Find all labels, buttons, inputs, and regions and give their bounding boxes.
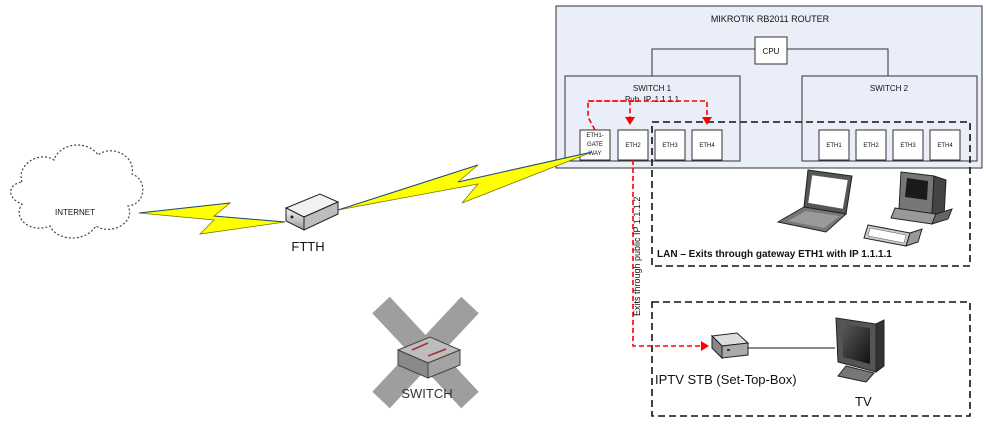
router: MIKROTIK RB2011 ROUTER CPU SWITCH 1 Pub.… bbox=[555, 5, 983, 169]
port-label: ETH2 bbox=[625, 143, 641, 149]
ftth-label: FTTH bbox=[291, 239, 324, 254]
crossed-switch-label: SWITCH bbox=[401, 386, 452, 401]
port-label: WAY bbox=[589, 151, 602, 157]
crossed-switch bbox=[372, 296, 479, 409]
pub-ip-route-eth2 bbox=[587, 100, 635, 131]
port-label: ETH3 bbox=[900, 143, 916, 149]
pub-ip-label: Pub. IP. 1.1.1.1 bbox=[625, 95, 680, 104]
stb-icon bbox=[710, 332, 750, 360]
switch2-label: SWITCH 2 bbox=[870, 84, 909, 93]
switch2-port-eth4 bbox=[929, 129, 961, 161]
tv-icon bbox=[835, 317, 885, 383]
laptop-icon bbox=[776, 169, 853, 233]
port-label: ETH3 bbox=[662, 143, 678, 149]
internet-label: INTERNET bbox=[55, 208, 95, 217]
wan-link-bolt-1 bbox=[138, 202, 286, 235]
switch2-port-eth2 bbox=[855, 129, 887, 161]
cpu-link-switch2 bbox=[787, 48, 889, 76]
tv-label: TV bbox=[855, 394, 872, 409]
cpu-label: CPU bbox=[763, 47, 780, 56]
port-label: ETH2 bbox=[863, 143, 879, 149]
switch2-port-eth1 bbox=[818, 129, 850, 161]
ftth-modem-icon bbox=[284, 193, 340, 231]
router-title: MIKROTIK RB2011 ROUTER bbox=[711, 14, 830, 24]
switch2-port-eth3 bbox=[892, 129, 924, 161]
iptv-group bbox=[651, 301, 971, 417]
lan-group bbox=[651, 121, 971, 267]
iptv-route bbox=[632, 160, 709, 351]
port-label: ETH4 bbox=[937, 143, 953, 149]
switch1-port-eth2 bbox=[617, 129, 649, 161]
switch1-port-eth4 bbox=[691, 129, 723, 161]
desktop-pc-icon bbox=[863, 171, 953, 247]
switch-icon bbox=[396, 336, 462, 379]
internet-cloud-icon bbox=[10, 144, 144, 239]
port-label: ETH4 bbox=[699, 143, 715, 149]
cpu-box bbox=[754, 36, 788, 65]
port-label: ETH1- bbox=[586, 133, 603, 139]
exit-path-label: Exits through public IP 1.1.1.2 bbox=[632, 197, 642, 316]
switch1-port-eth3 bbox=[654, 129, 686, 161]
lan-label: LAN – Exits through gateway ETH1 with IP… bbox=[657, 249, 892, 260]
iptv-label: IPTV STB (Set-Top-Box) bbox=[655, 372, 797, 387]
port-label: GATE bbox=[587, 142, 603, 148]
port-label: ETH1 bbox=[826, 143, 842, 149]
switch1-label: SWITCH 1 bbox=[633, 84, 672, 93]
cpu-link-switch1 bbox=[651, 48, 755, 76]
